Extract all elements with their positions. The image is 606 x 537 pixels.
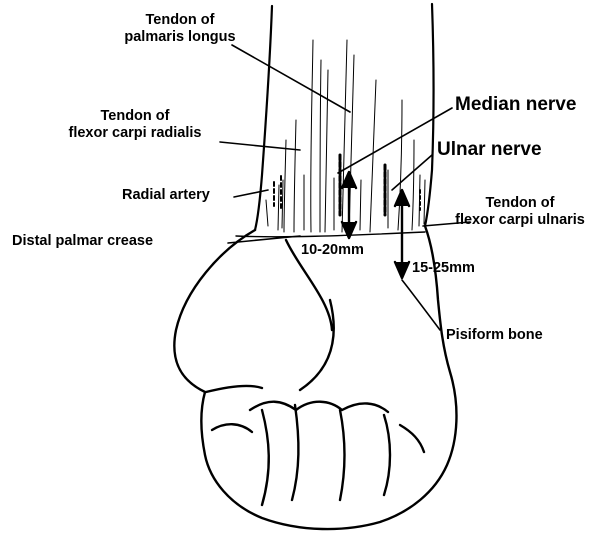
ulnar-nerve-label: Ulnar nerve (437, 139, 542, 161)
forearm-outline (255, 4, 434, 230)
median-distance-label: 10-20mm (301, 242, 364, 259)
pisiform-bone-label: Pisiform bone (446, 327, 543, 344)
ulnar-distance-label: 15-25mm (412, 260, 475, 277)
median-nerve-label: Median nerve (455, 94, 576, 116)
median-measurement-arrow (342, 172, 356, 238)
ulnar-measurement-arrow (395, 190, 409, 278)
palmaris-longus-label: Tendon of palmaris longus (105, 12, 255, 45)
flexor-carpi-radialis-label: Tendon of flexor carpi radialis (50, 108, 220, 141)
flexor-carpi-ulnaris-label: Tendon of flexor carpi ulnaris (440, 195, 600, 228)
radial-artery-label: Radial artery (122, 187, 210, 204)
distal-palmar-crease-label: Distal palmar crease (12, 233, 153, 250)
